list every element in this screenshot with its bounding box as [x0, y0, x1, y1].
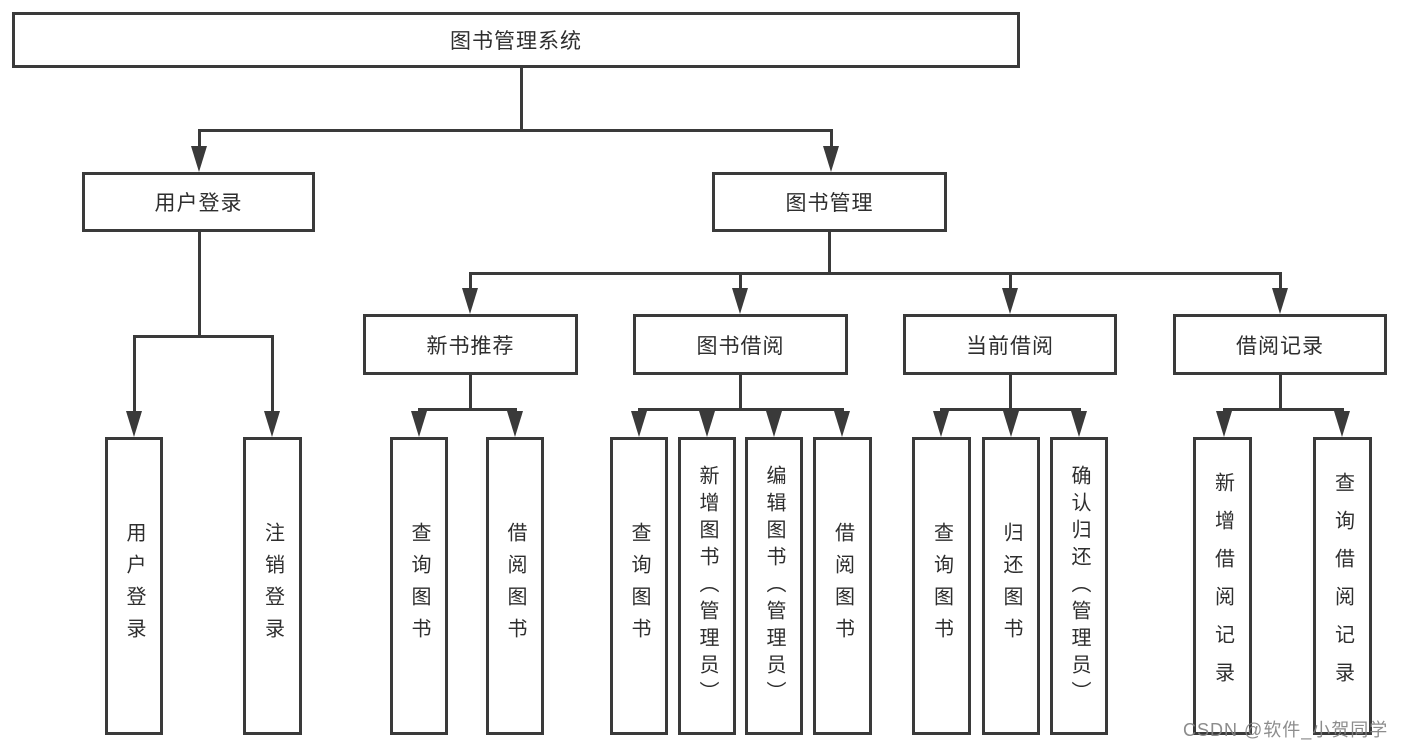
connector-root-stem	[520, 68, 523, 129]
connector-current-stem	[1009, 375, 1012, 408]
arrow-down-icon	[732, 288, 748, 314]
arrow-down-icon	[191, 146, 207, 172]
arrow-down-icon	[462, 288, 478, 314]
leaf-label: 借阅图书	[831, 522, 854, 650]
leaf-label: 查询图书	[628, 522, 650, 650]
connector-shaft	[1009, 272, 1012, 290]
node-book-management: 图书管理	[712, 172, 947, 232]
leaf-label: 新增图书（管理员）	[696, 464, 718, 708]
connector-borrow-stem	[739, 375, 742, 408]
arrow-down-icon	[507, 411, 523, 437]
arrow-down-icon	[1334, 411, 1350, 437]
node-label: 借阅记录	[1236, 334, 1324, 358]
node-new-book-recommend: 新书推荐	[363, 314, 578, 375]
connector-shaft	[133, 335, 136, 413]
connector-shaft	[271, 335, 274, 413]
arrow-down-icon	[411, 411, 427, 437]
leaf-user-login: 用户登录	[105, 437, 163, 735]
leaf-label: 编辑图书（管理员）	[763, 464, 785, 708]
arrow-down-icon	[766, 411, 782, 437]
connector-borrow-branch	[638, 408, 844, 411]
arrow-down-icon	[631, 411, 647, 437]
connector-shaft	[198, 129, 201, 151]
connector-user-login-branch	[133, 335, 274, 338]
connector-user-login-stem	[198, 232, 201, 335]
node-label: 图书管理系统	[450, 30, 582, 53]
connector-shaft	[739, 272, 742, 290]
arrow-down-icon	[933, 411, 949, 437]
leaf-query-books-borrow: 查询图书	[610, 437, 668, 735]
node-label: 图书借阅	[696, 334, 785, 358]
leaf-edit-books-admin: 编辑图书（管理员）	[745, 437, 803, 735]
connector-book-mgmt-branch	[469, 272, 1282, 275]
connector-shaft	[469, 272, 472, 290]
leaf-label: 借阅图书	[504, 522, 526, 650]
leaf-label: 查询图书	[408, 522, 430, 650]
leaf-label: 归还图书	[1000, 522, 1022, 650]
connector-records-stem	[1279, 375, 1282, 408]
leaf-query-borrow-record: 查询借阅记录	[1313, 437, 1372, 735]
connector-records-branch	[1223, 408, 1344, 411]
leaf-label: 查询图书	[930, 522, 953, 650]
leaf-confirm-return-admin: 确认归还（管理员）	[1050, 437, 1108, 735]
connector-shaft	[1279, 272, 1282, 290]
node-borrowing-records: 借阅记录	[1173, 314, 1387, 375]
leaf-label: 新增借阅记录	[1211, 472, 1234, 700]
arrow-down-icon	[823, 146, 839, 172]
leaf-borrow-books-recommend: 借阅图书	[486, 437, 544, 735]
leaf-label: 用户登录	[123, 522, 145, 650]
arrow-down-icon	[699, 411, 715, 437]
leaf-logout: 注销登录	[243, 437, 302, 735]
node-label: 用户登录	[154, 192, 243, 215]
connector-root-branch	[198, 129, 832, 132]
leaf-return-books: 归还图书	[982, 437, 1040, 735]
node-book-borrowing: 图书借阅	[633, 314, 848, 375]
leaf-query-books-recommend: 查询图书	[390, 437, 448, 735]
connector-shaft	[830, 129, 833, 151]
connector-recommend-branch	[418, 408, 517, 411]
node-label: 新书推荐	[426, 334, 515, 358]
leaf-add-books-admin: 新增图书（管理员）	[678, 437, 736, 735]
node-label: 当前借阅	[966, 334, 1054, 358]
csdn-watermark: CSDN @软件_小贺同学	[1183, 720, 1389, 740]
leaf-borrow-books: 借阅图书	[813, 437, 872, 735]
connector-book-mgmt-stem	[828, 232, 831, 272]
leaf-query-books-current: 查询图书	[912, 437, 971, 735]
node-label: 图书管理	[785, 192, 874, 215]
leaf-label: 确认归还（管理员）	[1068, 464, 1090, 708]
connector-recommend-stem	[469, 375, 472, 408]
node-current-borrowing: 当前借阅	[903, 314, 1117, 375]
arrow-down-icon	[1071, 411, 1087, 437]
leaf-add-borrow-record: 新增借阅记录	[1193, 437, 1252, 735]
arrow-down-icon	[834, 411, 850, 437]
arrow-down-icon	[264, 411, 280, 437]
leaf-label: 查询借阅记录	[1331, 472, 1354, 700]
node-user-login: 用户登录	[82, 172, 315, 232]
arrow-down-icon	[126, 411, 142, 437]
arrow-down-icon	[1002, 288, 1018, 314]
node-library-management-system: 图书管理系统	[12, 12, 1020, 68]
arrow-down-icon	[1272, 288, 1288, 314]
leaf-label: 注销登录	[261, 522, 284, 650]
arrow-down-icon	[1216, 411, 1232, 437]
arrow-down-icon	[1003, 411, 1019, 437]
